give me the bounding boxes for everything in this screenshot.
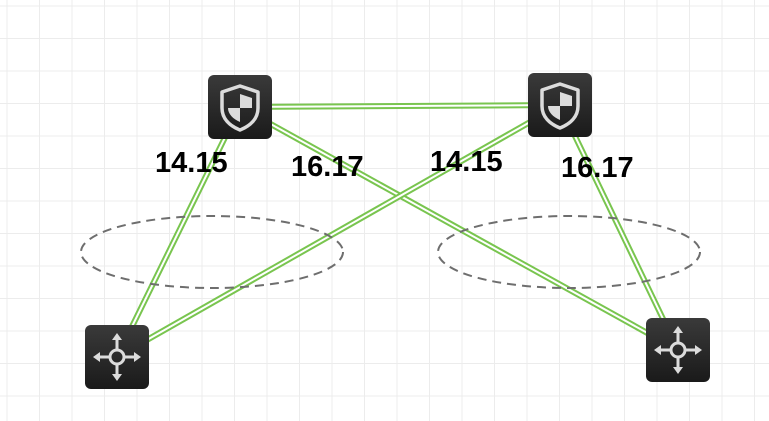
link-label-16-17-right: 16.17 — [561, 152, 634, 184]
link-label-16-17-left: 16.17 — [291, 151, 364, 183]
links-layer — [114, 102, 681, 360]
fw-right-node[interactable] — [528, 73, 592, 137]
link-fw-right-sw-right — [557, 102, 681, 353]
zones-layer — [80, 215, 701, 289]
nodes-layer — [85, 73, 710, 389]
zone-right-ellipse — [437, 215, 701, 289]
link-fw-right-sw-left — [114, 102, 563, 360]
device-box — [85, 325, 149, 389]
arrows-cross-icon — [654, 326, 702, 374]
fw-left-node[interactable] — [208, 75, 272, 139]
link-label-14-15-left: 14.15 — [155, 147, 228, 179]
shield-icon — [220, 84, 260, 132]
link-fw-left-sw-left — [114, 104, 243, 360]
device-box — [646, 318, 710, 382]
link-label-14-15-right: 14.15 — [430, 146, 503, 178]
sw-left-node[interactable] — [85, 325, 149, 389]
arrows-cross-icon — [93, 333, 141, 381]
zone-left-ellipse — [80, 215, 344, 289]
link-fw-left-sw-right — [237, 104, 681, 353]
shield-icon — [540, 82, 580, 130]
sw-right-node[interactable] — [646, 318, 710, 382]
link-fw-left-fw-right — [237, 102, 563, 110]
